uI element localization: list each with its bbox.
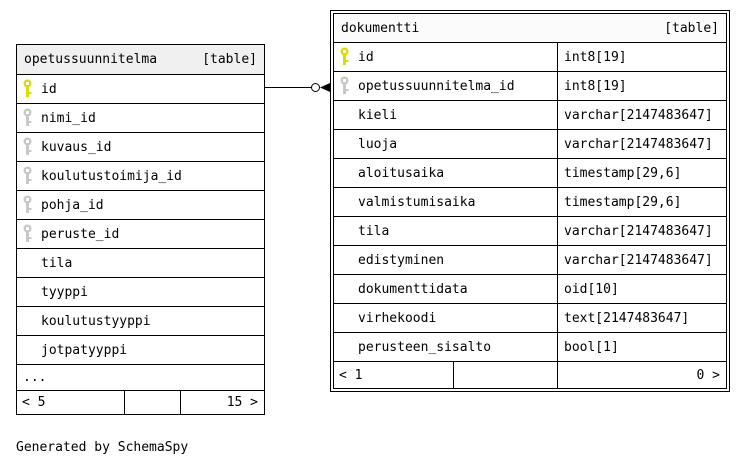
- table-footer: < 5 15 >: [17, 390, 264, 414]
- table-badge: [table]: [664, 20, 719, 36]
- column-row-tila: tila varchar[2147483647]: [334, 216, 726, 245]
- column-name: opetussuunnitelma_id: [358, 78, 515, 94]
- column-name: koulutustyyppi: [41, 313, 151, 329]
- column-name-cell: dokumenttidata: [334, 275, 558, 303]
- column-row-virhekoodi: virhekoodi text[2147483647]: [334, 303, 726, 332]
- column-type: varchar[2147483647]: [564, 252, 713, 268]
- column-row-tyyppi: tyyppi: [17, 277, 264, 306]
- primary-key-icon: [340, 47, 358, 67]
- column-type: int8[19]: [564, 78, 627, 94]
- more-columns-ellipsis: ...: [17, 364, 264, 390]
- column-name: dokumenttidata: [358, 281, 468, 297]
- foreign-key-icon: [23, 108, 41, 128]
- column-name: tila: [41, 255, 73, 271]
- column-name: kieli: [358, 107, 398, 123]
- column-row-id: id: [17, 74, 264, 103]
- column-name: valmistumisaika: [358, 194, 476, 210]
- column-name: jotpatyyppi: [41, 342, 128, 358]
- footer-children-count: < 1: [334, 362, 454, 388]
- footer-children-count: < 5: [17, 391, 125, 414]
- column-name: luoja: [358, 136, 398, 152]
- column-name: id: [358, 49, 374, 65]
- column-type: int8[19]: [564, 49, 627, 65]
- foreign-key-icon: [340, 76, 358, 96]
- column-name: koulutustoimija_id: [41, 168, 182, 184]
- column-row-nimi_id: nimi_id: [17, 103, 264, 132]
- table-badge: [table]: [202, 52, 257, 67]
- column-row-aloitusaika: aloitusaika timestamp[29,6]: [334, 158, 726, 187]
- column-name-cell: valmistumisaika: [334, 188, 558, 216]
- column-name: pohja_id: [41, 197, 104, 213]
- column-row-valmistumisaika: valmistumisaika timestamp[29,6]: [334, 187, 726, 216]
- column-row-dokumenttidata: dokumenttidata oid[10]: [334, 274, 726, 303]
- column-row-kuvaus_id: kuvaus_id: [17, 132, 264, 161]
- foreign-key-icon: [23, 224, 41, 244]
- column-name: id: [41, 81, 57, 97]
- column-name-cell: luoja: [334, 130, 558, 158]
- open-circle-terminator: [311, 83, 320, 92]
- relationship-connector: [265, 83, 330, 92]
- column-name: aloitusaika: [358, 165, 445, 181]
- column-name: edistyminen: [358, 252, 445, 268]
- column-name-cell: virhekoodi: [334, 304, 558, 332]
- column-rows: id int8[19] opetussuunnitelma_id int8[19] ki…: [334, 42, 726, 361]
- column-row-edistyminen: edistyminen varchar[2147483647]: [334, 245, 726, 274]
- column-row-kieli: kieli varchar[2147483647]: [334, 100, 726, 129]
- column-name: peruste_id: [41, 226, 120, 242]
- foreign-key-icon: [23, 195, 41, 215]
- column-row-pohja_id: pohja_id: [17, 190, 264, 219]
- column-type: varchar[2147483647]: [564, 107, 713, 123]
- foreign-key-icon: [23, 166, 41, 186]
- footer-spacer: [125, 391, 181, 414]
- table-name: opetussuunnitelma: [24, 52, 158, 67]
- column-name: perusteen_sisalto: [358, 339, 492, 355]
- column-type: oid[10]: [564, 281, 619, 297]
- column-name-cell: edistyminen: [334, 246, 558, 274]
- column-type: timestamp[29,6]: [564, 165, 682, 181]
- footer-spacer: [454, 362, 558, 388]
- column-row-tila: tila: [17, 248, 264, 277]
- table-header[interactable]: dokumentti [table]: [334, 14, 726, 42]
- column-name-cell: perusteen_sisalto: [334, 333, 558, 361]
- column-name: tyyppi: [41, 284, 88, 300]
- table-header[interactable]: opetussuunnitelma [table]: [17, 45, 264, 74]
- column-name-cell: kieli: [334, 101, 558, 129]
- footer-parents-count: 15 >: [226, 395, 258, 410]
- column-row-id: id int8[19]: [334, 42, 726, 71]
- column-type: timestamp[29,6]: [564, 194, 682, 210]
- column-row-luoja: luoja varchar[2147483647]: [334, 129, 726, 158]
- column-type: bool[1]: [564, 339, 619, 355]
- column-name: nimi_id: [41, 110, 96, 126]
- foreign-key-icon: [23, 137, 41, 157]
- column-name: kuvaus_id: [41, 139, 112, 155]
- column-name: virhekoodi: [358, 310, 437, 326]
- arrowhead-icon: [320, 83, 330, 92]
- column-name-cell: opetussuunnitelma_id: [334, 72, 558, 100]
- column-name-cell: id: [334, 43, 558, 71]
- column-row-peruste_id: peruste_id: [17, 219, 264, 248]
- column-row-koulutustoimija_id: koulutustoimija_id: [17, 161, 264, 190]
- footer-parents-count: 0 >: [696, 367, 720, 383]
- column-type: text[2147483647]: [564, 310, 690, 326]
- primary-key-icon: [23, 79, 41, 99]
- column-name-cell: tila: [334, 217, 558, 245]
- table-footer: < 1 0 >: [334, 361, 726, 388]
- generated-by-label: Generated by SchemaSpy: [16, 440, 189, 455]
- column-name-cell: aloitusaika: [334, 159, 558, 187]
- column-type: varchar[2147483647]: [564, 136, 713, 152]
- column-name: tila: [358, 223, 390, 239]
- column-type: varchar[2147483647]: [564, 223, 713, 239]
- table-name: dokumentti: [341, 20, 420, 36]
- column-row-jotpatyyppi: jotpatyyppi: [17, 335, 264, 364]
- column-row-koulutustyyppi: koulutustyyppi: [17, 306, 264, 335]
- column-row-perusteen_sisalto: perusteen_sisalto bool[1]: [334, 332, 726, 361]
- column-row-opetussuunnitelma_id: opetussuunnitelma_id int8[19]: [334, 71, 726, 100]
